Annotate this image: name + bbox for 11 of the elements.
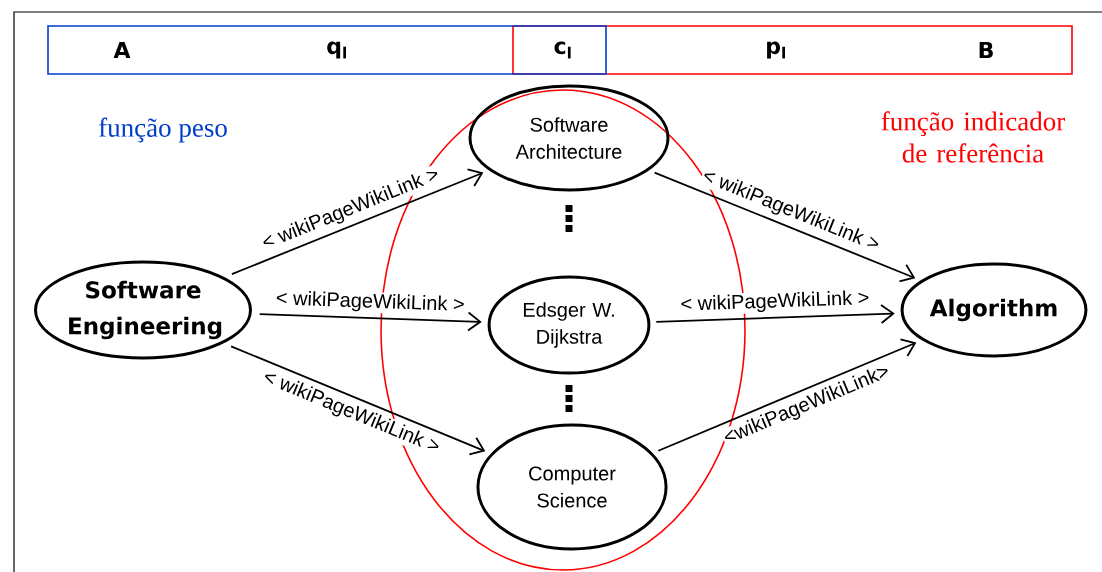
edge-label: < wikiPageWikiLink > [679, 288, 871, 316]
annotation-text: função indicador de referência [881, 111, 1065, 163]
edge-label: < wikiPageWikiLink > [274, 288, 467, 317]
annotation-text: função peso [99, 117, 227, 143]
arrow [231, 168, 484, 275]
arrow [657, 338, 917, 452]
band-label: c$_{l}$ [554, 41, 571, 59]
arrow [230, 345, 486, 456]
arrow [655, 304, 895, 324]
arrow [258, 311, 482, 332]
arrow [653, 171, 916, 283]
